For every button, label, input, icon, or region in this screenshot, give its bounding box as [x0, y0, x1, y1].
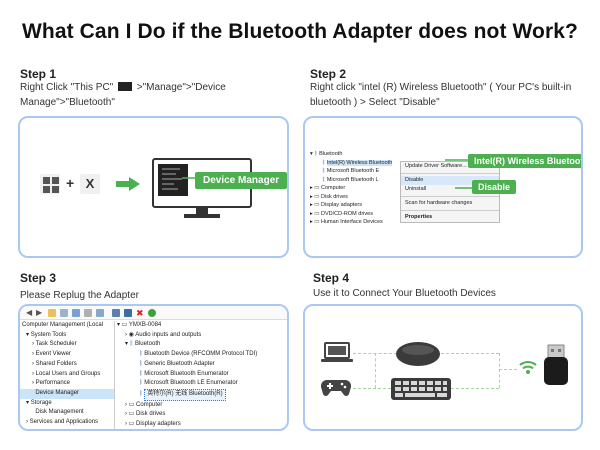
tree-disk-management[interactable]: Disk Management [35, 409, 84, 416]
device-list: ▾ ▭ YMXB-0084 › ◉ Audio inputs and outpu… [117, 321, 287, 429]
dev-display-adapters[interactable]: › ▭ Display adapters [125, 421, 181, 428]
tree-bluetooth[interactable]: ▾ ᛒ Bluetooth [310, 151, 343, 157]
tree-local-users[interactable]: › Local Users and Groups [32, 370, 101, 377]
tree-ms-bt-e[interactable]: ᛒ Microsoft Bluetooth E [322, 168, 380, 174]
connector-keyboard-right [451, 388, 499, 389]
step2-card: ▾ ᛒ Bluetooth ᛒ Intel(R) Wireless Blueto… [303, 116, 583, 258]
enable-icon[interactable] [148, 309, 156, 317]
pointer-line [182, 177, 196, 179]
x-key: X [80, 174, 100, 194]
step1-desc-part2: >"Manage">"Device [136, 82, 226, 93]
step2-description: Right click "intel (R) Wireless Bluetoot… [310, 80, 590, 110]
step4-card [303, 304, 583, 431]
bluetooth-adapter-icon [544, 344, 568, 385]
step1-description: Right Click "This PC" >"Manage">"Device … [20, 80, 290, 110]
dev-disk-drives[interactable]: › ▭ Disk drives [125, 411, 166, 418]
mmc-toolbar: ◀ ▶ ✖ [20, 306, 287, 320]
window-icon[interactable] [60, 309, 68, 317]
step1-card: + X Device Manager [18, 116, 289, 258]
device-tree: ▾ ᛒ Bluetooth ᛒ Intel(R) Wireless Blueto… [310, 150, 393, 227]
step4-description: Use it to Connect Your Bluetooth Devices [313, 288, 496, 299]
connector-mouse-right [441, 353, 499, 354]
properties-icon[interactable] [84, 309, 92, 317]
dev-computer[interactable]: › ▭ Computer [125, 401, 163, 408]
step2-desc-line1: Right click "intel (R) Wireless Bluetoot… [310, 82, 572, 93]
tree-device-manager[interactable]: Device Manager [20, 388, 114, 399]
dev-bluetooth[interactable]: ▾ ᛒ Bluetooth [125, 341, 161, 348]
tag-intel-bluetooth: Intel(R) Wireless Bluetooth [468, 154, 581, 168]
tree-dvd-drives[interactable]: ▸ ▭ DVD/CD-ROM drives [310, 210, 373, 217]
tree-services-apps[interactable]: › Services and Applications [26, 419, 99, 426]
windows-key [40, 174, 60, 194]
uninstall-icon[interactable]: ✖ [136, 308, 144, 318]
dev-root[interactable]: ▾ ▭ YMXB-0084 [117, 322, 162, 328]
page-title: What Can I Do if the Bluetooth Adapter d… [22, 20, 578, 43]
tag-disable: Disable [472, 180, 517, 194]
connector-right-vertical [499, 353, 500, 388]
dev-ms-bt-enum[interactable]: ᛒ Microsoft Bluetooth Enumerator [139, 370, 229, 377]
tree-shared-folders[interactable]: › Shared Folders [32, 360, 77, 367]
ctx-uninstall[interactable]: Uninstall [405, 186, 427, 192]
tree-task-scheduler[interactable]: › Task Scheduler [32, 341, 77, 348]
tree-system-tools[interactable]: ▾ System Tools [26, 331, 67, 338]
step3-description: Please Replug the Adapter [20, 290, 139, 301]
forward-icon[interactable]: ▶ [36, 308, 43, 317]
connector-left-vertical [375, 353, 376, 388]
connector-to-adapter [499, 369, 517, 370]
connector-gamepad-keyboard [353, 388, 391, 389]
step1-heading: Step 1 [20, 67, 57, 81]
monitor-icon-large [152, 158, 252, 218]
folder-icon[interactable] [48, 309, 56, 317]
update-icon[interactable] [124, 309, 132, 317]
tree-intel-bt[interactable]: ᛒ Intel(R) Wireless Bluetooth [322, 159, 393, 166]
tree-computer[interactable]: ▸ ▭ Computer [310, 185, 346, 191]
context-menu: Update Driver Software... Disable Uninst… [400, 161, 500, 223]
plus-sign: + [66, 175, 75, 191]
monitor-icon[interactable] [96, 309, 104, 317]
tree-computer-management[interactable]: Computer Management (Local [22, 322, 104, 328]
tree-ms-bt-l[interactable]: ᛒ Microsoft Bluetooth L [322, 176, 379, 183]
arrow-right-icon [116, 177, 140, 191]
ctx-update-driver[interactable]: Update Driver Software... [405, 163, 467, 169]
tree-storage[interactable]: ▾ Storage [26, 399, 52, 406]
ctx-disable[interactable]: Disable [401, 176, 499, 185]
ctx-properties[interactable]: Properties [405, 214, 433, 220]
dev-audio[interactable]: › ◉ Audio inputs and outputs [125, 331, 202, 338]
pointer-line-disable [455, 187, 475, 189]
wireless-signal-icon [519, 361, 537, 374]
step3-card: ◀ ▶ ✖ Computer Management (Local ▾ Syste… [18, 304, 289, 431]
step2-heading: Step 2 [310, 67, 347, 81]
tree-hid[interactable]: ▸ ▭ Human Interface Devices [310, 219, 383, 225]
monitor-icon [118, 81, 133, 91]
back-icon[interactable]: ◀ [26, 308, 33, 317]
ctx-scan[interactable]: Scan for hardware changes [405, 200, 473, 206]
dev-ms-bt-le[interactable]: ᛒ Microsoft Bluetooth LE Enumerator [139, 380, 238, 387]
windows-logo-icon [43, 177, 59, 193]
step4-heading: Step 4 [313, 271, 350, 285]
tree-event-viewer[interactable]: › Event Viewer [32, 351, 71, 358]
device-manager-label: Device Manager [195, 172, 287, 189]
scan-icon[interactable] [112, 309, 120, 317]
keyboard-icon [391, 378, 451, 400]
tree-disk-drives[interactable]: ▸ ▭ Disk drives [310, 193, 348, 200]
gamepad-icon [321, 379, 351, 396]
tree-performance[interactable]: › Performance [32, 380, 71, 387]
tree-display-adapters[interactable]: ▸ ▭ Display adapters [310, 202, 362, 208]
dev-generic-bt[interactable]: ᛒ Generic Bluetooth Adapter [139, 360, 215, 367]
management-tree: Computer Management (Local ▾ System Tool… [20, 321, 115, 429]
step3-heading: Step 3 [20, 271, 57, 285]
help-icon[interactable] [72, 309, 80, 317]
mouse-icon [396, 342, 440, 366]
laptop-icon [321, 342, 353, 362]
dev-intel-bt-cn[interactable]: ᛒ 英特尔(R) 无线 Bluetooth(R) [117, 388, 287, 401]
step1-desc-part3: Manage">"Bluetooth" [20, 97, 115, 108]
dev-bt-rfcomm[interactable]: ᛒ Bluetooth Device (RFCOMM Protocol TDI) [139, 351, 258, 358]
step2-desc-line2: bluetooth ) > Select "Disable" [310, 97, 440, 108]
step1-desc-part1: Right Click "This PC" [20, 82, 114, 93]
